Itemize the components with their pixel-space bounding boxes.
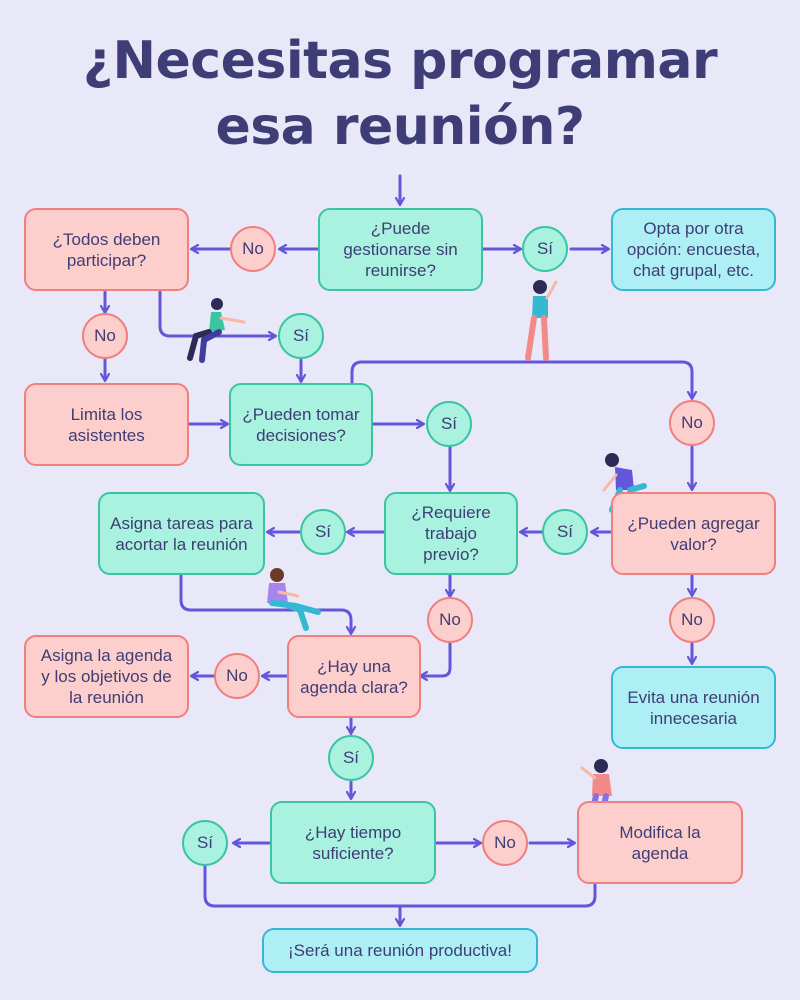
- label-si-tomar: Sí: [426, 401, 472, 447]
- node-puede-gestionarse: ¿Puede gestionarse sin reunirse?: [318, 208, 483, 291]
- label-si-todos: Sí: [278, 313, 324, 359]
- person-standing-waving-icon: [525, 280, 558, 361]
- arrow-tareas-agenda: [179, 573, 351, 633]
- label-no-tomar: No: [669, 400, 715, 446]
- label-no-agenda: No: [214, 653, 260, 699]
- label-si-tiempo: Sí: [182, 820, 228, 866]
- node-opta-otra-opcion: Opta por otra opción: encuesta, chat gru…: [611, 208, 776, 291]
- label-no-todos: No: [82, 313, 128, 359]
- node-evita-reunion: Evita una reunión innecesaria: [611, 666, 776, 749]
- node-asigna-agenda: Asigna la agenda y los objetivos de la r…: [24, 635, 189, 718]
- node-reunion-productiva: ¡Será una reunión productiva!: [262, 928, 538, 973]
- label-no-gestionarse: No: [230, 226, 276, 272]
- person-sitting-laptop-icon: [187, 298, 246, 363]
- title-line-2: esa reunión?: [215, 97, 585, 157]
- node-modifica-agenda: Modifica la agenda: [577, 801, 743, 884]
- arrow-todos-si: [158, 290, 275, 336]
- label-no-agregar: No: [669, 597, 715, 643]
- label-no-tiempo: No: [482, 820, 528, 866]
- arrow-no-agenda: [421, 641, 452, 676]
- node-agregar-valor: ¿Pueden agregar valor?: [611, 492, 776, 575]
- node-tomar-decisiones: ¿Pueden tomar decisiones?: [229, 383, 373, 466]
- title-line-1: ¿Necesitas programar: [82, 31, 718, 91]
- page-title: ¿Necesitas programar esa reunión?: [0, 28, 800, 160]
- node-agenda-clara: ¿Hay una agenda clara?: [287, 635, 421, 718]
- node-tiempo-suficiente: ¿Hay tiempo suficiente?: [270, 801, 436, 884]
- arrow-tomar-no: [350, 360, 692, 398]
- label-si-agregar: Sí: [542, 509, 588, 555]
- label-si-requiere: Sí: [300, 509, 346, 555]
- label-si-agenda: Sí: [328, 735, 374, 781]
- node-todos-participar: ¿Todos deben participar?: [24, 208, 189, 291]
- label-si-gestionarse: Sí: [522, 226, 568, 272]
- node-asigna-tareas: Asigna tareas para acortar la reunión: [98, 492, 265, 575]
- person-sitting-reading-icon: [267, 568, 321, 631]
- node-requiere-trabajo: ¿Requiere trabajo previo?: [384, 492, 518, 575]
- node-limita-asistentes: Limita los asistentes: [24, 383, 189, 466]
- label-no-requiere: No: [427, 597, 473, 643]
